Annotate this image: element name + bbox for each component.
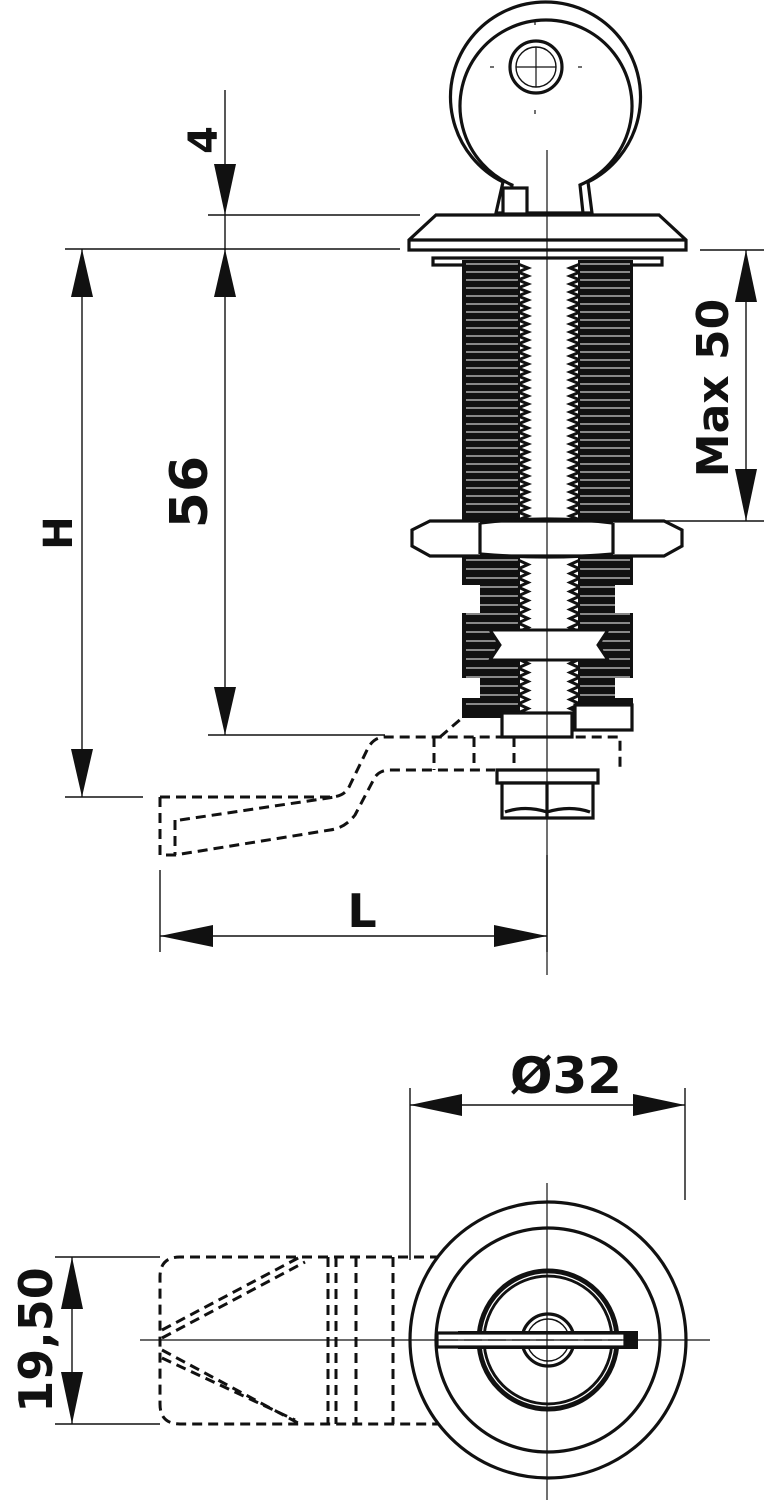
cam-dashed-outline bbox=[158, 716, 622, 857]
dimension-max-panel: Max 50 bbox=[640, 249, 764, 522]
dimension-overall-height: H bbox=[36, 249, 143, 798]
svg-text:56: 56 bbox=[160, 456, 220, 528]
key-icon bbox=[448, 0, 643, 216]
svg-text:19,50: 19,50 bbox=[9, 1267, 63, 1413]
svg-text:H: H bbox=[36, 516, 82, 549]
svg-text:Max 50: Max 50 bbox=[688, 299, 739, 477]
dimension-diameter: Ø32 bbox=[409, 1047, 686, 1260]
dimension-cam-width: 19,50 bbox=[9, 1256, 160, 1425]
svg-text:L: L bbox=[347, 884, 376, 938]
cam-fixing bbox=[495, 703, 634, 820]
side-view: 4 56 H Max 50 bbox=[36, 0, 764, 975]
dimension-key-offset: 4 bbox=[181, 90, 420, 250]
dimension-cam-length: L bbox=[159, 855, 548, 952]
front-view: Ø32 19,50 bbox=[9, 1047, 710, 1500]
svg-text:4: 4 bbox=[181, 126, 227, 154]
svg-text:Ø32: Ø32 bbox=[510, 1047, 622, 1105]
dimension-body-length: 56 bbox=[65, 248, 400, 736]
